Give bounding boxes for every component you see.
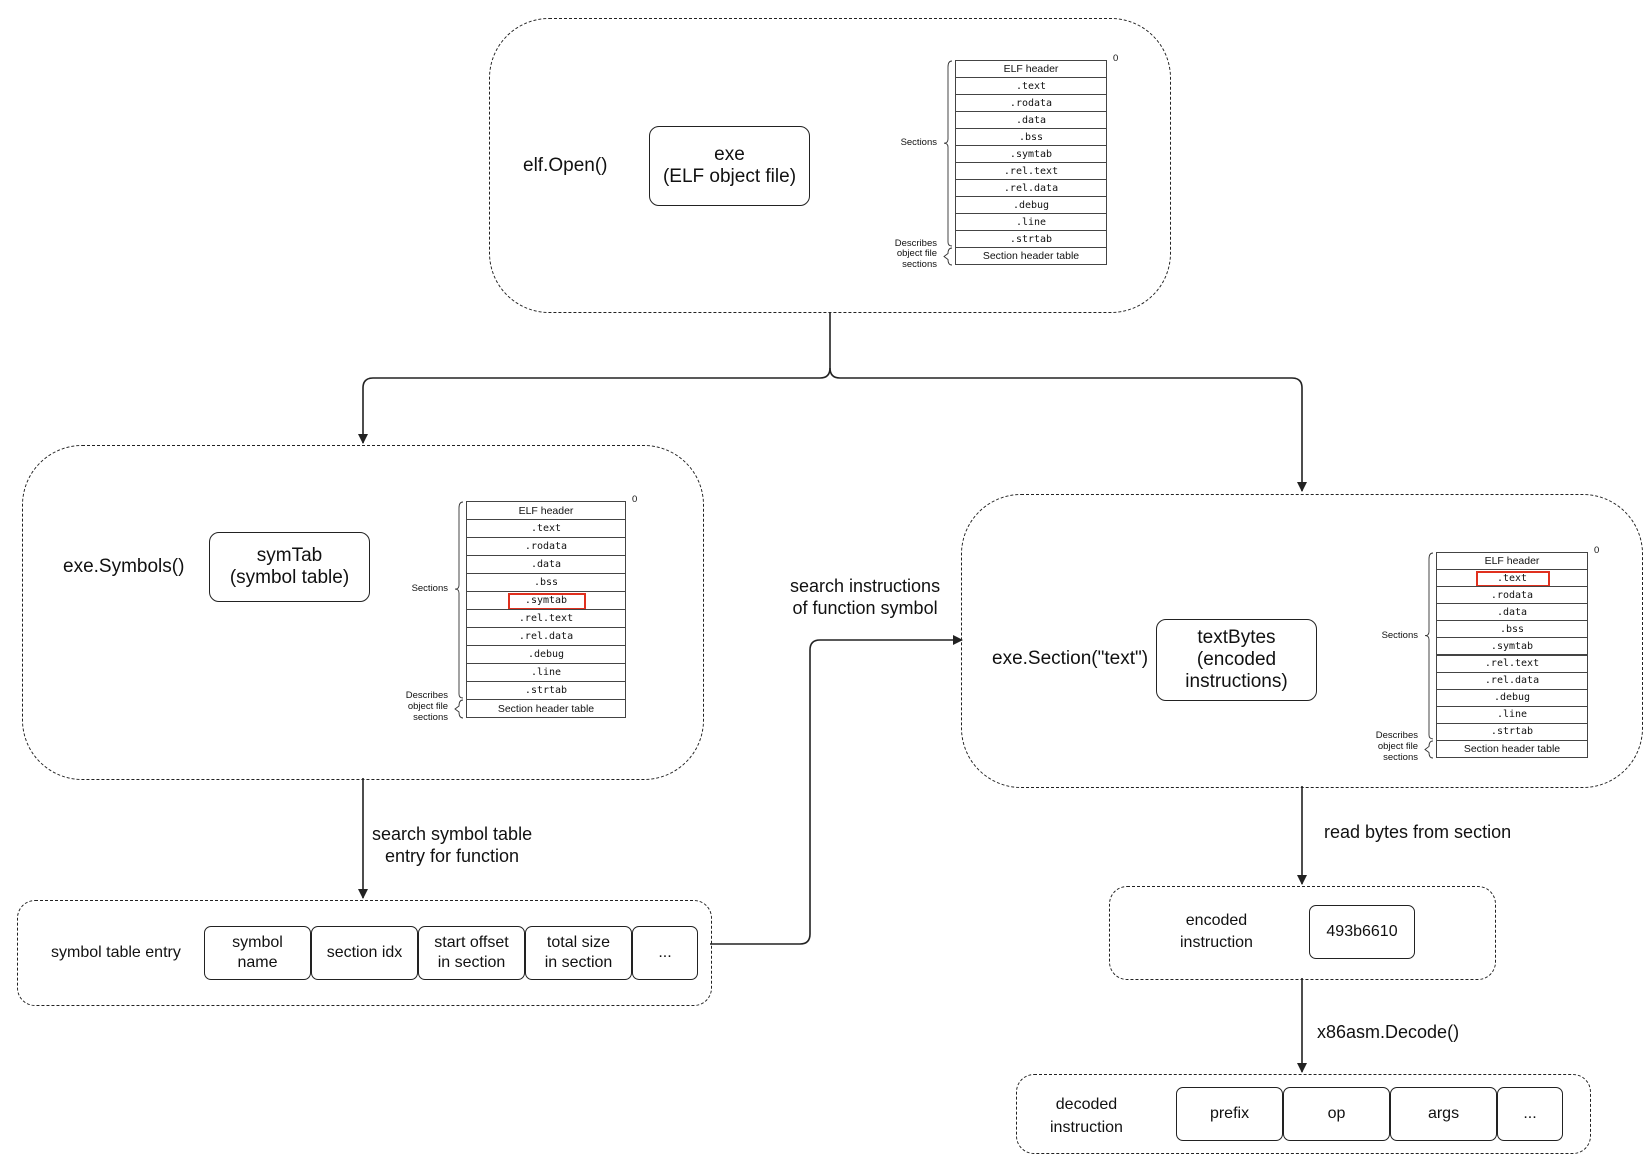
elf-layout-right-row: .strtab [1436,722,1588,741]
elf-layout-left-row: .bss [466,573,626,592]
elf-layout-left-describes-label: Describes object file sections [405,690,448,723]
elf-layout-left-row: .line [466,663,626,682]
elf-layout-top-row: .rodata [955,94,1107,112]
elf-layout-left-braces [454,501,464,719]
elf-layout-top-offset-label: 0 [1113,53,1119,64]
field-ellipsis: ... [632,926,698,980]
decoded-instruction-container [1016,1074,1591,1154]
edge-label-read-bytes: read bytes from section [1324,822,1512,842]
elf-layout-right-row: .debug [1436,688,1588,707]
encoded-instruction-container [1109,886,1496,980]
elf-layout-right-offset-label: 0 [1594,545,1600,556]
field-args: args [1390,1087,1497,1141]
elf-layout-right-sections-label: Sections [1381,629,1418,641]
elf-layout-top-row: ELF header [955,60,1107,78]
exe-object-box: exe (ELF object file) [649,126,810,206]
elf-layout-top-braces [943,60,953,266]
field-symbol-name: symbol name [204,926,311,980]
decoded-instruction-label: decoded instruction [1050,1096,1123,1137]
elf-layout-top-row: Section header table [955,247,1107,265]
elf-layout-top-row: .data [955,111,1107,129]
elf-layout-top-row: .rel.text [955,162,1107,180]
elf-layout-left-sections-label: Sections [411,583,448,595]
elf-layout-top-row: .strtab [955,230,1107,248]
elf-layout-right-row: .rel.data [1436,671,1588,690]
field-prefix: prefix [1176,1087,1283,1141]
elf-layout-right-row: .rel.text [1436,654,1588,673]
exe-symbols-call-label: exe.Symbols() [63,556,185,577]
field-decoded-ellipsis: ... [1497,1087,1563,1141]
elf-layout-top-row: .bss [955,128,1107,146]
field-total-size: total size in section [525,926,632,980]
edge-label-search-symbol: search symbol table entry for function [372,824,533,866]
elf-layout-left-row: .strtab [466,681,626,700]
elf-layout-left-offset-label: 0 [632,494,638,505]
elf-layout-right: ELF header.text.rodata.data.bss.symtab.r… [1376,545,1600,763]
elf-layout-right-row: .data [1436,603,1588,622]
elf-layout-right-row: Section header table [1436,739,1588,758]
field-start-offset: start offset in section [418,926,525,980]
encoded-instruction-label: encoded instruction [1180,912,1253,952]
elf-layout-right-describes-label: Describes object file sections [1375,730,1418,764]
edge-open-to-section [829,367,1307,492]
elf-layout-top-row: .line [955,213,1107,231]
elf-layout-top-row: .rel.data [955,179,1107,197]
elf-layout-left-row: .rodata [466,537,626,556]
elf-layout-left-row: .rel.text [466,609,626,628]
symbol-entry-container [17,900,712,1006]
elf-layout-right-row: ELF header [1436,552,1588,571]
edge-open-to-symbols [358,312,831,444]
elf-layout-left-highlight-box [507,593,586,610]
elf-layout-top-sections-label: Sections [900,137,937,149]
textbytes-box: textBytes (encoded instructions) [1156,619,1317,701]
exe-section-call-label: exe.Section("text") [992,648,1149,669]
exe-section-container [961,494,1643,788]
elf-layout-right-row: .bss [1436,620,1588,639]
elf-layout-right-row: .line [1436,705,1588,724]
edge-label-search-instructions: search instructions of function symbol [790,576,941,618]
elf-layout-right-braces [1424,552,1434,759]
elf-layout-left-row: .rel.data [466,627,626,646]
exe-symbols-container [22,445,704,780]
encoded-value-box: 493b6610 [1309,905,1415,959]
elf-layout-top-row: .symtab [955,145,1107,163]
elf-layout-right-highlight-box [1475,571,1550,588]
edge-entry-to-section [710,635,963,945]
elf-layout-left-row: .debug [466,645,626,664]
edge-label-decode: x86asm.Decode() [1317,1022,1460,1042]
field-op: op [1283,1087,1390,1141]
elf-layout-top-row: .text [955,77,1107,95]
elf-open-call-label: elf.Open() [523,155,608,176]
elf-layout-left: ELF header.text.rodata.data.bss.symtab.r… [406,494,638,723]
symbol-entry-label: symbol table entry [51,944,181,961]
elf-layout-left-row: .text [466,519,626,538]
elf-layout-left-row: Section header table [466,699,626,718]
elf-layout-right-row: .rodata [1436,586,1588,605]
elf-layout-left-row: ELF header [466,501,626,520]
field-section-idx: section idx [311,926,418,980]
elf-layout-top: ELF header.text.rodata.data.bss.symtab.r… [895,53,1119,270]
symtab-box: symTab (symbol table) [209,532,370,602]
elf-open-container [489,18,1171,313]
elf-layout-left-row: .data [466,555,626,574]
elf-layout-top-describes-label: Describes object file sections [894,237,937,271]
elf-layout-right-row: .symtab [1436,637,1588,656]
elf-layout-top-row: .debug [955,196,1107,214]
